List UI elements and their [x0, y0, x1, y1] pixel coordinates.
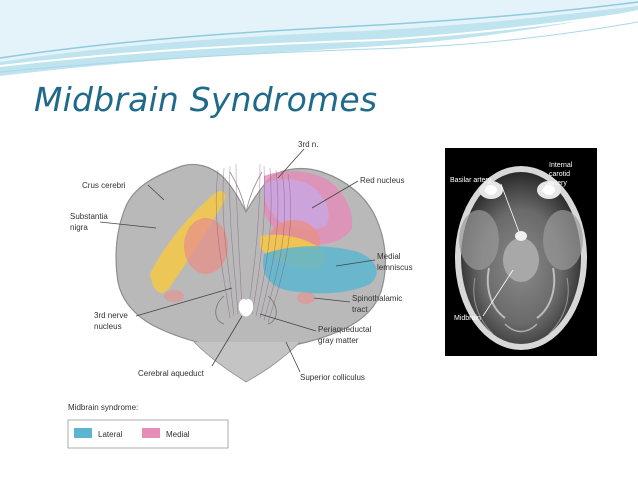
legend-swatch-medial: [142, 428, 160, 438]
label-red-nucleus: Red nucleus: [360, 176, 404, 185]
spinothalamic-right: [297, 292, 315, 304]
cerebral-aqueduct-shape: [238, 298, 254, 317]
legend-label-lateral: Lateral: [98, 430, 123, 439]
red-nucleus-left: [184, 218, 228, 274]
label-medial-lemniscus-1: Medial: [377, 252, 401, 261]
mri-label-internal-carotid-2: carotid: [549, 171, 570, 178]
mri-label-internal-carotid-3: artery: [549, 180, 567, 187]
label-substantia-nigra-1: Substantia: [70, 212, 108, 221]
spinothalamic-left: [164, 290, 184, 302]
label-3rd-nerve-nucleus-1: 3rd nerve: [94, 311, 128, 320]
label-crus-cerebri: Crus cerebri: [82, 181, 126, 190]
label-periaqueductal-1: Periaqueductal: [318, 325, 372, 334]
header-wave-decoration: [0, 0, 638, 76]
label-3rd-nerve-nucleus-2: nucleus: [94, 322, 122, 331]
label-substantia-nigra-2: nigra: [70, 223, 88, 232]
slide-title: Midbrain Syndromes: [34, 80, 378, 119]
legend-swatch-lateral: [74, 428, 92, 438]
lateral-zone: [262, 246, 377, 294]
mri-label-midbrain: Midbrain: [454, 315, 481, 322]
mri-label-internal-carotid-1: Internal: [549, 162, 573, 169]
label-cerebral-aqueduct: Cerebral aqueduct: [138, 369, 205, 378]
legend-label-medial: Medial: [166, 430, 190, 439]
midbrain-cross-section-diagram: 3rd n. Crus cerebri Red nucleus Substant…: [67, 140, 413, 449]
mri-label-basilar-artery: Basilar artery: [450, 177, 492, 184]
medial-overlap-zone: [263, 179, 329, 230]
label-spinothalamic-2: tract: [352, 305, 368, 314]
label-superior-colliculus: Superior colliculus: [300, 373, 365, 382]
legend-title: Midbrain syndrome:: [68, 403, 138, 412]
label-spinothalamic-1: Spinothalamic: [352, 294, 402, 303]
label-periaqueductal-2: gray matter: [318, 336, 359, 345]
mri-scan-image: Internal carotid artery Basilar artery M…: [445, 148, 597, 356]
mri-midbrain: [503, 238, 539, 282]
label-3rd-n: 3rd n.: [298, 140, 318, 149]
label-medial-lemniscus-2: lemniscus: [377, 263, 413, 272]
